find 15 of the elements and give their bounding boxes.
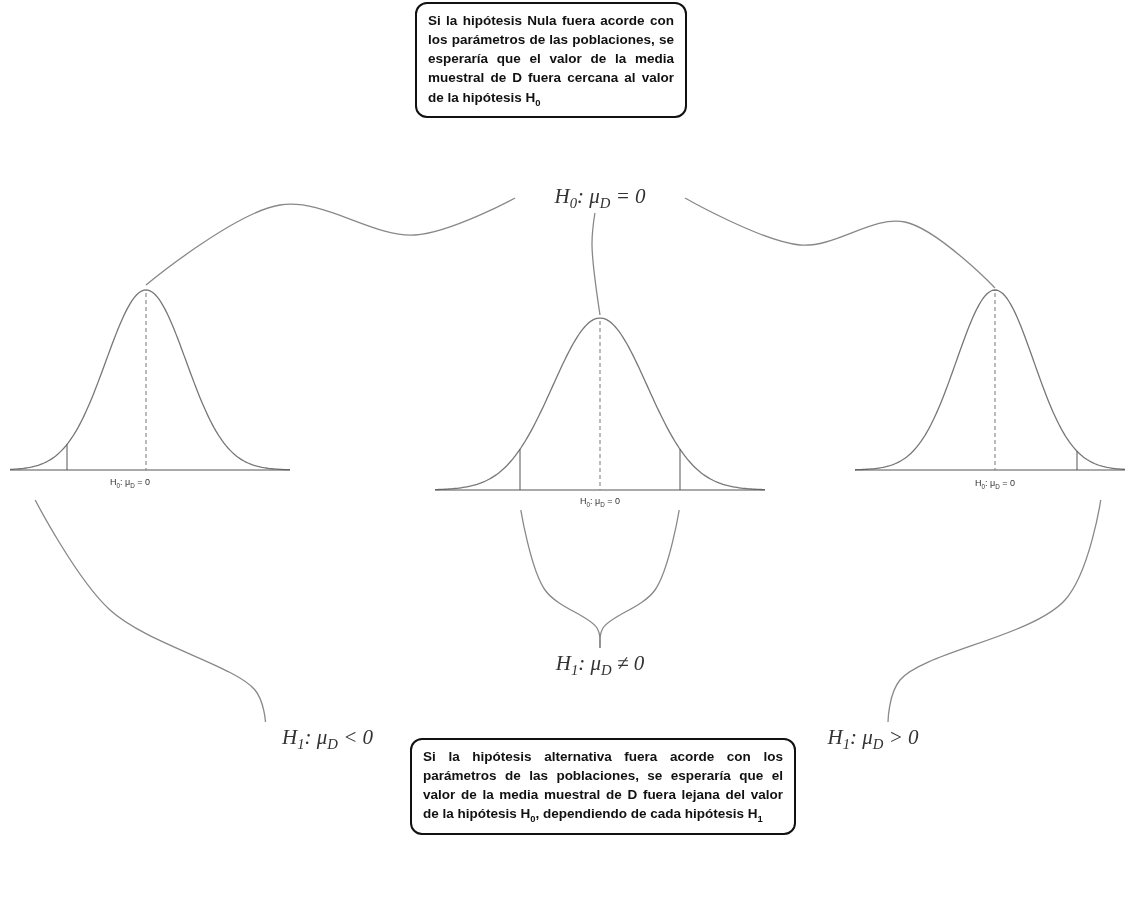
connector-line xyxy=(145,197,516,286)
axis-label: H$_{0}$: μ$_{D}$ = 0 xyxy=(110,477,150,489)
callout-box: Si la hipótesis alternativa fuera acorde con los parámetros de las poblaciones, se esperaría que el valor de la media muestral de D fuera lejana del valor de la hipótesis H$_{0}$, dependiendo de cada hipótesis H$_{1}$ xyxy=(410,738,796,835)
axis-label: H$_{0}$: μ$_{D}$ = 0 xyxy=(975,478,1015,490)
hypothesis-formula: H$_{1}$: μ$_{D}$ < 0 xyxy=(281,724,374,754)
hypothesis-formula: H$_{0}$: μ$_{D}$ = 0 xyxy=(554,183,646,213)
axis-label: H$_{0}$: μ$_{D}$ = 0 xyxy=(580,496,620,508)
connector-line xyxy=(684,197,996,289)
callout-box: Si la hipótesis Nula fuera acorde con los parámetros de las poblaciones, se esperaría que el valor de la media muestral de D fuera cercana al valor de la hipótesis H$_{0}$ xyxy=(415,2,687,118)
connector-line xyxy=(34,499,267,723)
hypothesis-formula: H$_{1}$: μ$_{D}$ > 0 xyxy=(827,724,919,754)
hypothesis-formula: H$_{1}$: μ$_{D}$ ≠ 0 xyxy=(555,650,645,680)
connector-line xyxy=(599,509,680,649)
connector-line xyxy=(887,499,1102,723)
connector-line xyxy=(591,212,601,316)
